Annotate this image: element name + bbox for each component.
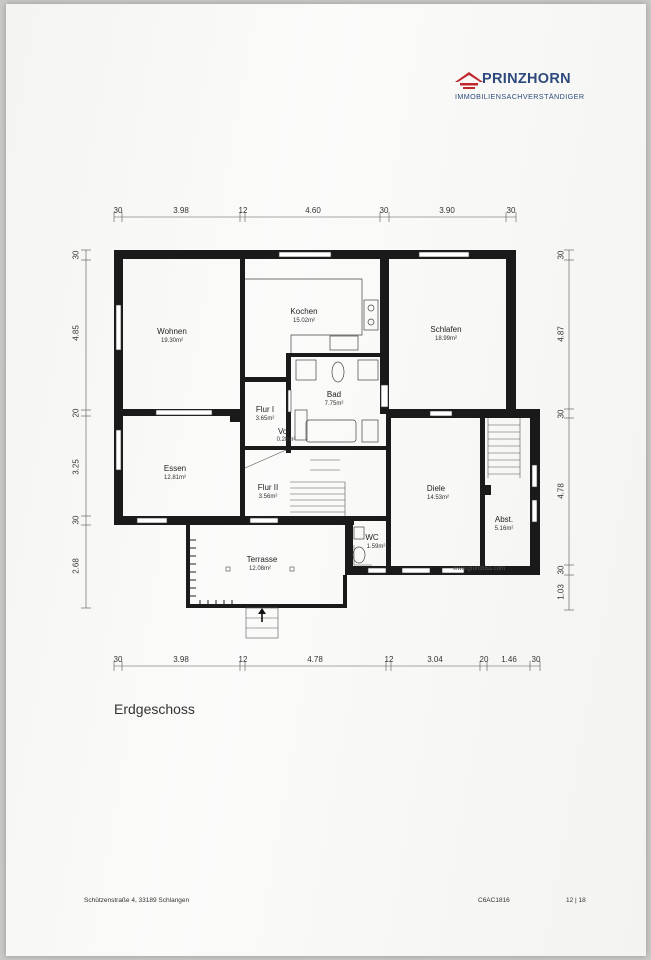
room-wc-area: 1.59m² <box>366 544 386 550</box>
dim-left-2: 20 <box>71 408 81 418</box>
room-flur2-area: 3.56m² <box>258 494 278 500</box>
dim-right-0: 30 <box>556 250 566 260</box>
dim-top-6: 30 <box>506 206 516 215</box>
dim-top-3: 4.60 <box>305 206 321 215</box>
room-bad-name: Bad <box>326 390 342 399</box>
dim-top-2: 12 <box>238 206 248 215</box>
room-schlafen-name: Schlafen <box>430 325 462 334</box>
dim-right-3: 4.78 <box>556 483 566 499</box>
room-abst-area: 5.16m² <box>494 526 514 532</box>
dim-right-1: 4.87 <box>556 326 566 342</box>
dim-bottom-0: 30 <box>113 655 123 664</box>
dim-left-5: 2.68 <box>71 558 81 574</box>
dim-bottom-3: 4.78 <box>307 655 323 664</box>
room-vor-area: 0.28m² <box>276 437 296 443</box>
footer-code: C6AC1816 <box>478 897 510 904</box>
dim-top-1: 3.98 <box>173 206 189 215</box>
dim-bottom-1: 3.98 <box>173 655 189 664</box>
brand-logo: PRINZHORN IMMOBILIENSACHVERSTÄNDIGER <box>452 68 602 108</box>
room-diele-name: Diele <box>426 484 446 493</box>
room-bad-area: 7.75m² <box>324 401 344 407</box>
room-terrasse-name: Terrasse <box>246 555 278 564</box>
dim-top-5: 3.90 <box>439 206 455 215</box>
room-wohnen-name: Wohnen <box>157 327 187 336</box>
dim-left-0: 30 <box>71 250 81 260</box>
dim-right-5: 1.03 <box>556 584 566 600</box>
room-kochen-area: 15.02m² <box>292 318 316 324</box>
watermark: www.grundriss.com <box>453 566 506 572</box>
dim-right-2: 30 <box>556 409 566 419</box>
dim-bottom-2: 12 <box>238 655 248 664</box>
house-roof-icon <box>455 72 483 89</box>
room-diele-area: 14.53m² <box>426 495 450 501</box>
floor-title: Erdgeschoss <box>114 701 195 717</box>
footer-address: Schützenstraße 4, 33189 Schlangen <box>84 897 190 904</box>
entrance-arrow-icon <box>258 608 266 622</box>
brand-tagline: IMMOBILIENSACHVERSTÄNDIGER <box>455 92 585 101</box>
dim-left-4: 30 <box>71 515 81 525</box>
room-terrasse-area: 12.08m² <box>248 566 272 572</box>
room-wc-name: WC <box>365 533 379 542</box>
dim-bottom-8: 30 <box>531 655 541 664</box>
dim-top-0: 30 <box>113 206 123 215</box>
room-abst-name: Abst. <box>494 515 514 524</box>
footer-page: 12 | 18 <box>566 897 586 904</box>
dim-bottom-7: 1.46 <box>501 655 517 664</box>
dim-bottom-4: 12 <box>384 655 394 664</box>
room-kochen-name: Kochen <box>290 307 318 316</box>
room-wohnen-area: 19.30m² <box>160 338 184 344</box>
dim-bottom-6: 20 <box>479 655 489 664</box>
room-flur1-area: 3.65m² <box>255 416 275 422</box>
room-flur1-name: Flur I <box>255 405 275 414</box>
dim-left-3: 3.25 <box>71 459 81 475</box>
dim-bottom-5: 3.04 <box>427 655 443 664</box>
dim-top-4: 30 <box>379 206 389 215</box>
room-essen-area: 12.81m² <box>163 475 187 481</box>
room-flur2-name: Flur II <box>257 483 279 492</box>
room-essen-name: Essen <box>163 464 187 473</box>
room-schlafen-area: 18.99m² <box>434 336 458 342</box>
dim-left-1: 4.85 <box>71 325 81 341</box>
brand-name: PRINZHORN <box>482 71 571 87</box>
room-vor-name: Vor <box>277 427 291 436</box>
